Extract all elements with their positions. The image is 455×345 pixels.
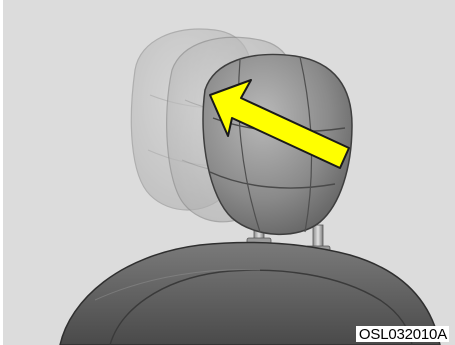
figure-code-label: OSL032010A xyxy=(355,326,449,342)
direction-arrow xyxy=(209,79,350,169)
seatback xyxy=(59,241,441,345)
